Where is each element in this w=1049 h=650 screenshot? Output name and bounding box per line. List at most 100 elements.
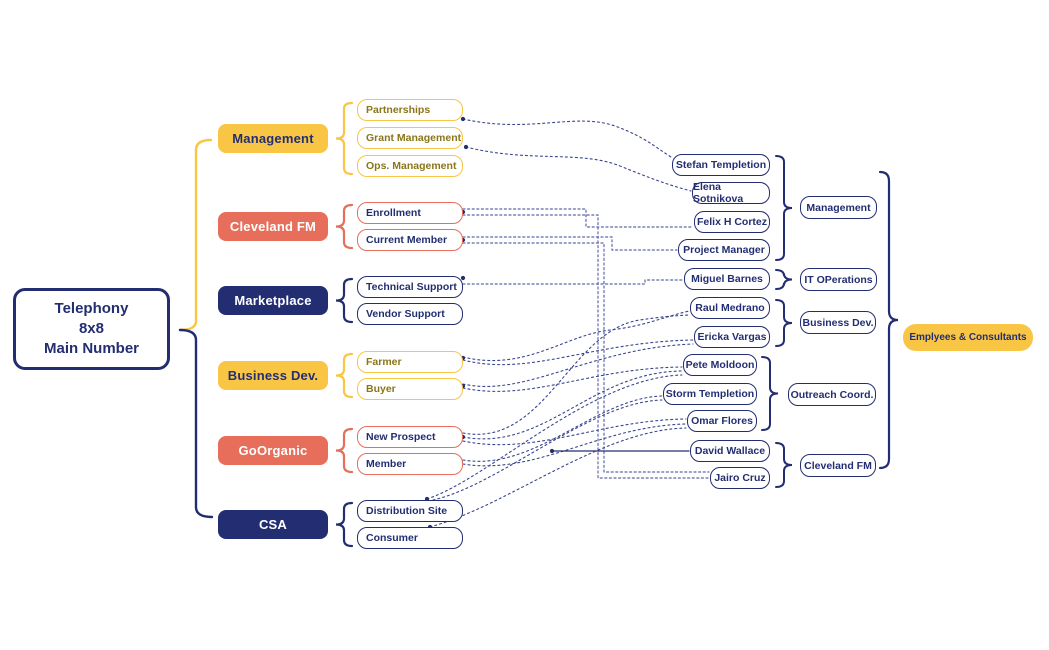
- team-business-dev: Business Dev.: [800, 311, 876, 334]
- team-label: Business Dev.: [802, 316, 874, 329]
- dept-management: Management: [218, 124, 328, 153]
- connection-farmer-raul-medrano: [462, 310, 690, 362]
- person-raul-medrano: Raul Medrano: [690, 297, 770, 319]
- brace-team-3: [761, 356, 779, 431]
- brace-main-bottom: [178, 328, 214, 519]
- connector-dot: [460, 275, 466, 281]
- person-david-wallace: David Wallace: [690, 440, 770, 462]
- dept-marketplace: Marketplace: [218, 286, 328, 315]
- brace-team-0: [775, 155, 793, 261]
- option-label: Partnerships: [366, 104, 431, 116]
- dept-label: GoOrganic: [238, 443, 308, 458]
- connection-distribution-site-storm-templetion: [432, 399, 663, 501]
- brace-final: [878, 170, 899, 470]
- option-buyer: Buyer: [357, 378, 463, 400]
- brace-team-1: [775, 269, 793, 290]
- person-stefan-templetion: Stefan Templetion: [672, 154, 770, 176]
- connector-dot: [460, 116, 466, 122]
- dept-label: Business Dev.: [227, 368, 319, 383]
- option-member: Member: [357, 453, 463, 475]
- connection-buyer-pete-moldoon: [462, 366, 683, 392]
- dept-cleveland-fm: Cleveland FM: [218, 212, 328, 241]
- option-label: Enrollment: [366, 207, 421, 219]
- connection-farmer-ericka-vargas: [462, 339, 694, 366]
- connection-member-omar-flores: [462, 423, 687, 467]
- connection-partnerships-stefan-templetion: [462, 118, 672, 158]
- person-name: Stefan Templetion: [675, 159, 767, 171]
- person-project-manager: Project Manager: [678, 239, 770, 261]
- main-number-node: Telephony 8x8 Main Number: [13, 288, 170, 370]
- brace-dept-5: [335, 501, 354, 548]
- dept-business-dev: Business Dev.: [218, 361, 328, 390]
- option-farmer: Farmer: [357, 351, 463, 373]
- connection-buyer-ericka-vargas: [462, 343, 694, 388]
- connection-new-prospect-omar-flores: [462, 418, 687, 446]
- team-it-operations: IT OPerations: [800, 268, 877, 291]
- person-name: Raul Medrano: [695, 302, 765, 314]
- option-consumer: Consumer: [357, 527, 463, 549]
- brace-team-4: [775, 442, 793, 488]
- person-storm-templetion: Storm Templetion: [663, 383, 757, 405]
- person-name: Ericka Vargas: [697, 331, 767, 343]
- connection-technical-support-miguel-barnes: [462, 279, 684, 285]
- person-pete-moldoon: Pete Moldoon: [683, 354, 757, 376]
- person-omar-flores: Omar Flores: [687, 410, 757, 432]
- brace-dept-0: [335, 101, 354, 176]
- option-new-prospect: New Prospect: [357, 426, 463, 448]
- option-label: Farmer: [366, 356, 402, 368]
- connection-new-prospect-pete-moldoon: [462, 370, 683, 440]
- option-label: Distribution Site: [366, 505, 448, 517]
- final-label: Emplyees & Consultants: [909, 332, 1027, 343]
- option-label: Ops. Management: [366, 160, 457, 172]
- option-label: Member: [366, 458, 407, 470]
- team-outreach-coord: Outreach Coord.: [788, 383, 876, 406]
- option-label: Buyer: [366, 383, 396, 395]
- team-management: Management: [800, 196, 877, 219]
- person-name: Storm Templetion: [665, 388, 755, 400]
- option-label: New Prospect: [366, 431, 436, 443]
- person-name: Miguel Barnes: [691, 273, 763, 285]
- option-vendor-support: Vendor Support: [357, 303, 463, 325]
- option-current-member: Current Member: [357, 229, 463, 251]
- final-employees-consultants-node: Emplyees & Consultants: [903, 324, 1033, 351]
- dept-label: CSA: [258, 517, 288, 532]
- dept-label: Marketplace: [234, 293, 312, 308]
- brace-team-2: [775, 299, 793, 347]
- team-cleveland-fm: Cleveland FM: [800, 454, 876, 477]
- dept-label: Management: [232, 131, 314, 146]
- option-label: Consumer: [366, 532, 418, 544]
- team-label: Cleveland FM: [804, 459, 872, 472]
- person-name: Felix H Cortez: [696, 216, 767, 228]
- person-name: Elena Sotnikova: [693, 181, 744, 205]
- person-ericka-vargas: Ericka Vargas: [694, 326, 770, 348]
- connection-current-member-project-manager: [462, 236, 678, 251]
- brace-dept-2: [335, 277, 354, 324]
- person-name: Jairo Cruz: [714, 472, 766, 484]
- connection-member-storm-templetion: [462, 395, 663, 462]
- connector-dot: [463, 144, 469, 150]
- person-name: Project Manager: [683, 244, 765, 256]
- option-partnerships: Partnerships: [357, 99, 463, 121]
- option-enrollment: Enrollment: [357, 202, 463, 224]
- brace-dept-3: [335, 352, 354, 399]
- connection-distribution-site-pete-moldoon: [426, 374, 683, 500]
- option-ops-management: Ops. Management: [357, 155, 463, 177]
- connection-enrollment-felix-h-cortez: [462, 208, 694, 228]
- person-name: Omar Flores: [691, 415, 753, 427]
- connection-new-prospect-raul-medrano: [462, 314, 690, 435]
- dept-label: Cleveland FM: [229, 219, 317, 234]
- dept-csa: CSA: [218, 510, 328, 539]
- option-label: Grant Management: [366, 132, 462, 144]
- team-label: IT OPerations: [804, 273, 873, 286]
- team-label: Management: [806, 201, 871, 214]
- connection-grant-management-elena-sotnikova: [465, 146, 692, 192]
- person-elena-sotnikova: Elena Sotnikova: [692, 181, 770, 205]
- person-name: Pete Moldoon: [685, 359, 755, 371]
- option-grant-management: Grant Management: [357, 127, 463, 149]
- person-jairo-cruz: Jairo Cruz: [710, 467, 770, 489]
- person-name: David Wallace: [694, 445, 766, 457]
- connection-enrollment-jairo-cruz: [462, 214, 710, 479]
- brace-dept-1: [335, 203, 354, 250]
- option-label: Current Member: [366, 234, 448, 246]
